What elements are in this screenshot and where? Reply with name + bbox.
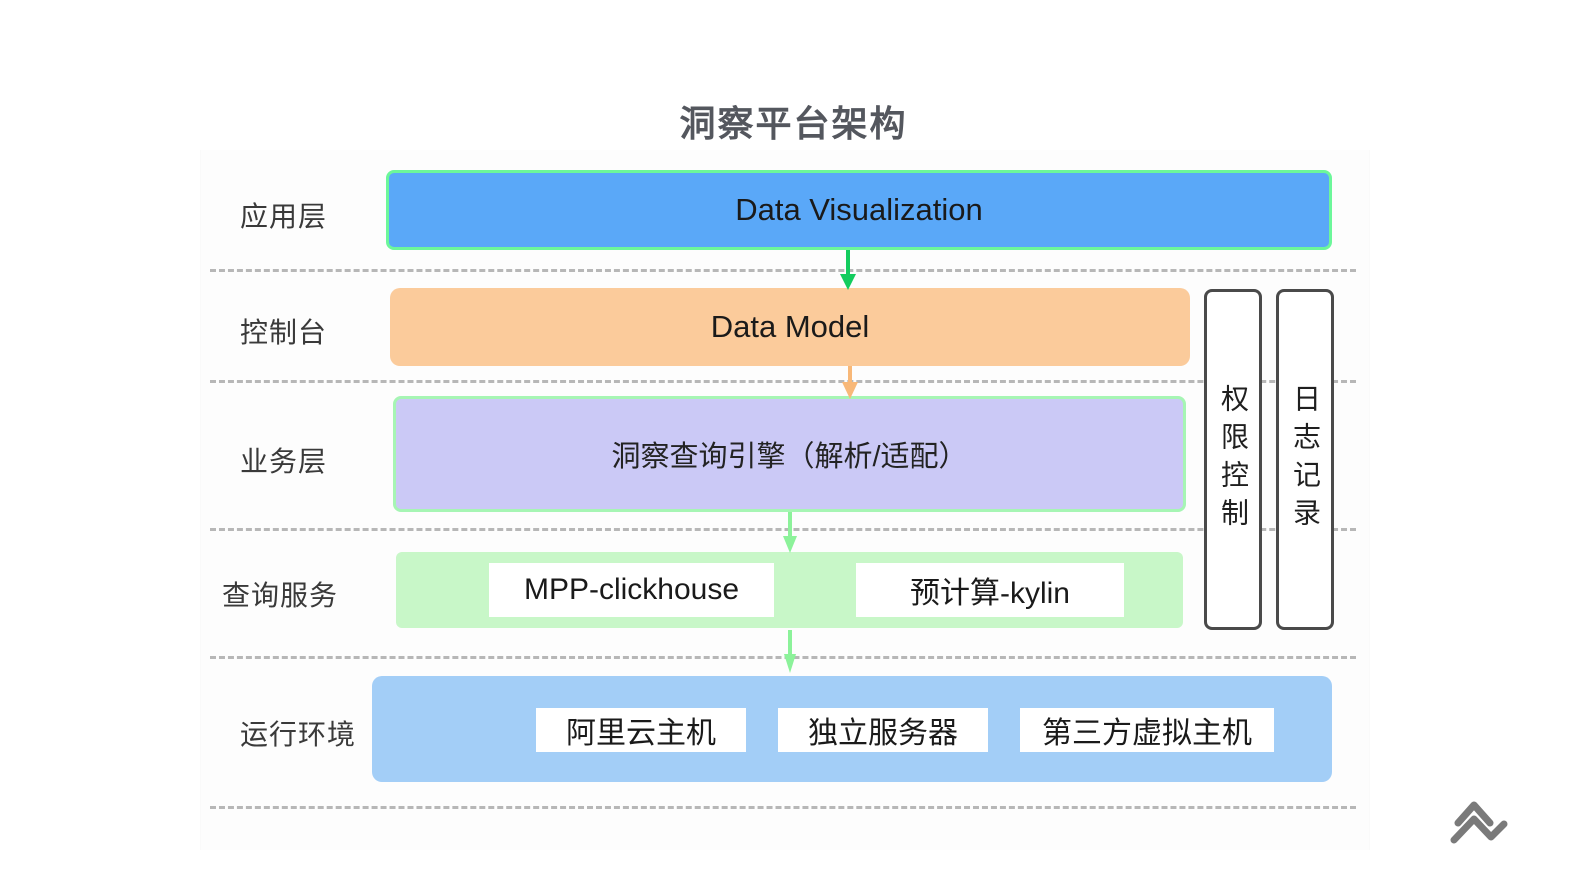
side-box-permission-control[interactable]: 权限控制 [1204, 289, 1262, 630]
side-box-log-record-label: 日志记录 [1290, 383, 1321, 536]
box-data-visualization[interactable]: Data Visualization [386, 170, 1332, 250]
box-data-visualization-label: Data Visualization [735, 192, 983, 227]
side-box-log-record[interactable]: 日志记录 [1276, 289, 1334, 630]
chip-aliyun-host[interactable]: 阿里云主机 [536, 708, 746, 752]
layer-separator-3 [210, 528, 1356, 531]
box-data-model-label: Data Model [710, 309, 870, 344]
layer-separator-2 [210, 380, 1356, 383]
chip-third-party-vm[interactable]: 第三方虚拟主机 [1020, 708, 1274, 752]
layer-label-business: 业务层 [240, 446, 328, 477]
chip-standalone-server[interactable]: 独立服务器 [778, 708, 988, 752]
mountain-chevrons-logo-icon [1450, 801, 1508, 844]
arrow-app-to-model-icon [840, 250, 856, 290]
layer-separator-4 [210, 656, 1356, 659]
arrow-query-to-runtime-icon [784, 630, 796, 673]
arrow-engine-to-query-icon [783, 512, 797, 553]
box-query-engine[interactable]: 洞察查询引擎（解析/适配） [393, 396, 1186, 512]
layer-separator-5 [210, 806, 1356, 809]
layer-separator-1 [210, 269, 1356, 272]
box-query-engine-label: 洞察查询引擎（解析/适配） [611, 441, 968, 473]
arrow-model-to-engine-icon [842, 366, 858, 399]
chip-mpp-clickhouse[interactable]: MPP-clickhouse [489, 563, 774, 617]
layer-label-runtime: 运行环境 [240, 719, 357, 750]
chip-precompute-kylin[interactable]: 预计算-kylin [856, 563, 1124, 617]
page-title: 洞察平台架构 [679, 103, 908, 144]
layer-label-application: 应用层 [240, 201, 328, 232]
layer-label-console: 控制台 [240, 317, 328, 348]
layer-label-query-service: 查询服务 [222, 580, 339, 611]
side-box-permission-control-label: 权限控制 [1218, 383, 1249, 536]
box-data-model[interactable]: Data Model [390, 288, 1190, 366]
